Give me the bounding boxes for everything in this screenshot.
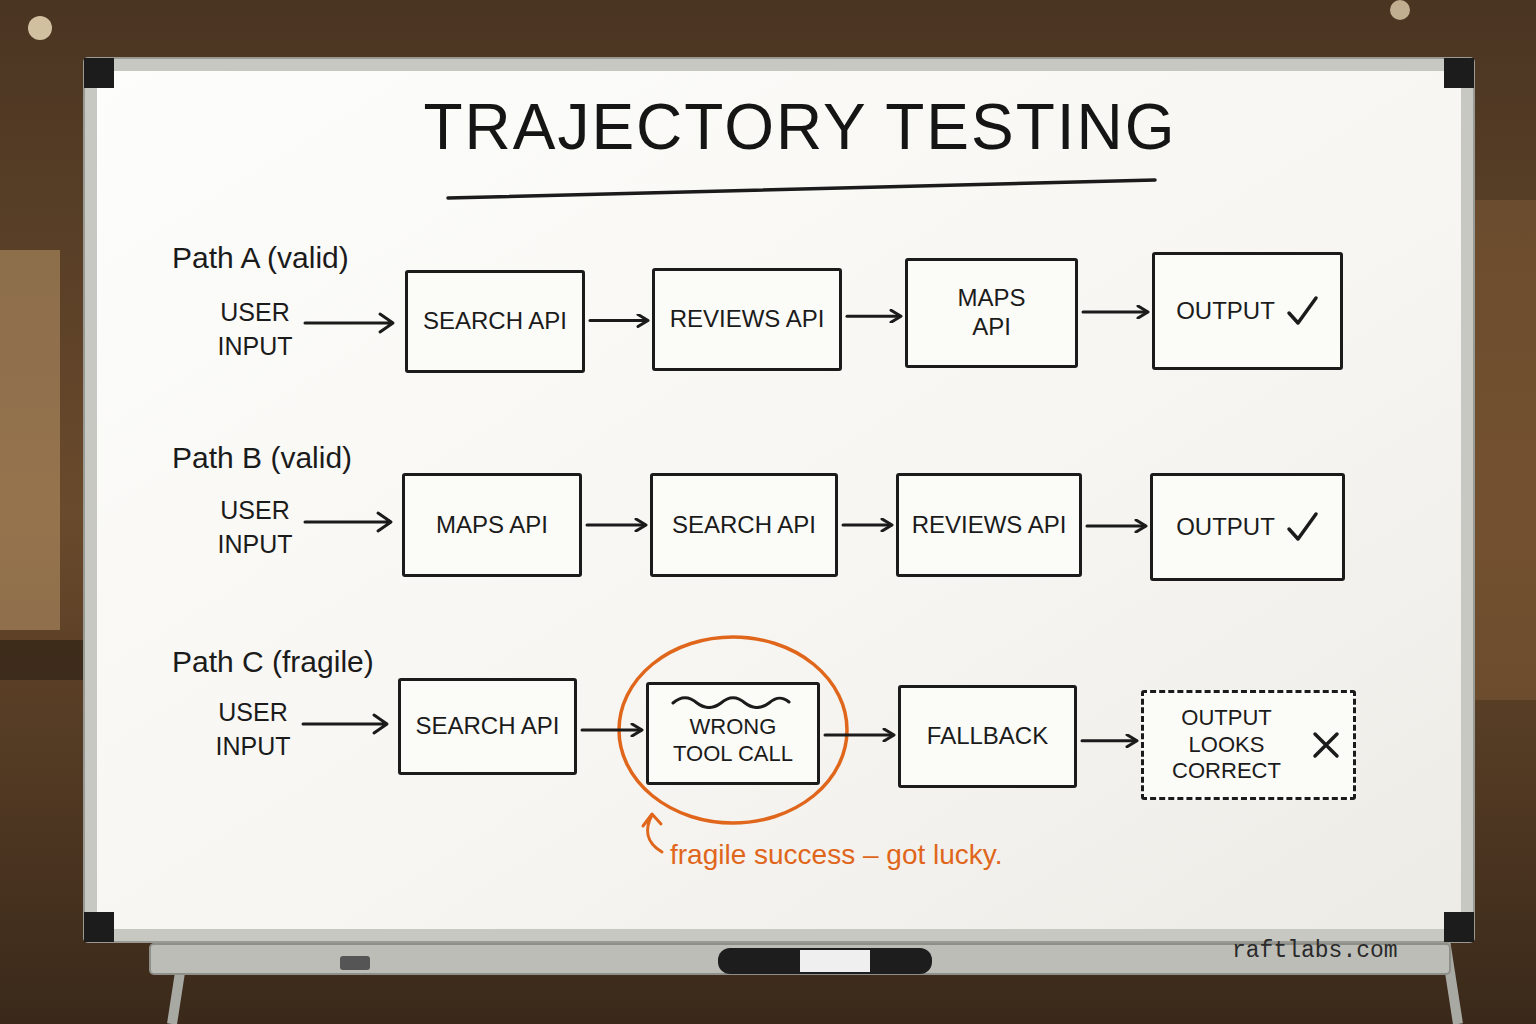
highlight-circle bbox=[619, 637, 847, 823]
path-label: Path C (fragile) bbox=[172, 644, 432, 680]
box-text: OUTPUT bbox=[1176, 513, 1275, 542]
mark-stroke bbox=[1289, 514, 1316, 539]
tray-clip bbox=[340, 956, 370, 970]
box-text: SEARCH API bbox=[415, 712, 559, 741]
wall-glow bbox=[1475, 200, 1536, 700]
flow-arrow bbox=[1087, 525, 1145, 528]
flow-arrow bbox=[590, 319, 647, 322]
input-arrow bbox=[305, 513, 391, 531]
mark-stroke bbox=[1315, 734, 1337, 756]
wavy-line bbox=[673, 698, 789, 708]
input-label: USER INPUT bbox=[205, 494, 305, 562]
frame-corner bbox=[84, 58, 114, 88]
desk-shadow bbox=[0, 640, 90, 680]
frame-corner bbox=[1444, 912, 1474, 942]
board-surface bbox=[97, 71, 1461, 929]
annotation-arrow bbox=[643, 814, 662, 852]
box-text: MAPS API bbox=[436, 511, 548, 540]
process-box: WRONG TOOL CALL bbox=[646, 682, 820, 785]
flow-arrow bbox=[1083, 311, 1147, 314]
box-text: OUTPUT LOOKS CORRECT bbox=[1154, 705, 1299, 784]
box-text: REVIEWS API bbox=[670, 305, 825, 334]
flow-arrow bbox=[825, 734, 893, 737]
process-box: REVIEWS API bbox=[652, 268, 842, 371]
box-text: WRONG TOOL CALL bbox=[663, 714, 803, 767]
box-text: FALLBACK bbox=[927, 722, 1048, 751]
process-box: OUTPUT bbox=[1152, 252, 1343, 370]
ceiling-light bbox=[1390, 0, 1410, 20]
board-frame bbox=[84, 58, 1474, 942]
watermark: raftlabs.com bbox=[1232, 938, 1432, 966]
frame-corner bbox=[84, 912, 114, 942]
process-box: FALLBACK bbox=[898, 685, 1077, 788]
marker-label bbox=[800, 950, 870, 972]
ceiling-light bbox=[28, 16, 52, 40]
wavy-mark bbox=[671, 695, 791, 709]
flow-arrow bbox=[1082, 739, 1136, 742]
path-label: Path A (valid) bbox=[172, 240, 432, 276]
frame-corner bbox=[1444, 58, 1474, 88]
input-label: USER INPUT bbox=[205, 296, 305, 364]
input-arrow bbox=[303, 715, 387, 733]
process-box: REVIEWS API bbox=[896, 473, 1082, 577]
path-label: Path B (valid) bbox=[172, 440, 432, 476]
box-text: SEARCH API bbox=[672, 511, 816, 540]
check-mark bbox=[1285, 294, 1319, 328]
result-box: OUTPUT LOOKS CORRECT bbox=[1141, 690, 1356, 800]
box-text: OUTPUT bbox=[1176, 297, 1275, 326]
process-box: MAPS API bbox=[402, 473, 582, 577]
title: TRAJECTORY TESTING bbox=[300, 92, 1300, 162]
flow-arrow bbox=[587, 524, 645, 527]
process-box: MAPS API bbox=[905, 258, 1078, 368]
input-label: USER INPUT bbox=[203, 696, 303, 764]
marker bbox=[718, 948, 932, 974]
flow-arrow bbox=[843, 524, 891, 527]
process-box: OUTPUT bbox=[1150, 473, 1345, 581]
process-box: SEARCH API bbox=[398, 678, 577, 775]
title-underline bbox=[448, 180, 1155, 198]
input-arrow bbox=[305, 314, 393, 332]
mark-stroke bbox=[1289, 298, 1316, 323]
box-text: MAPS API bbox=[942, 284, 1042, 342]
process-box: SEARCH API bbox=[650, 473, 838, 577]
annotation-note: fragile success – got lucky. bbox=[670, 838, 1090, 872]
process-box: SEARCH API bbox=[405, 270, 585, 373]
check-mark bbox=[1285, 510, 1319, 544]
box-text: REVIEWS API bbox=[912, 511, 1067, 540]
flow-arrow bbox=[582, 729, 641, 732]
flow-arrow bbox=[847, 315, 900, 318]
window-glow bbox=[0, 250, 60, 630]
box-text: SEARCH API bbox=[423, 307, 567, 336]
cross-mark bbox=[1309, 728, 1343, 762]
